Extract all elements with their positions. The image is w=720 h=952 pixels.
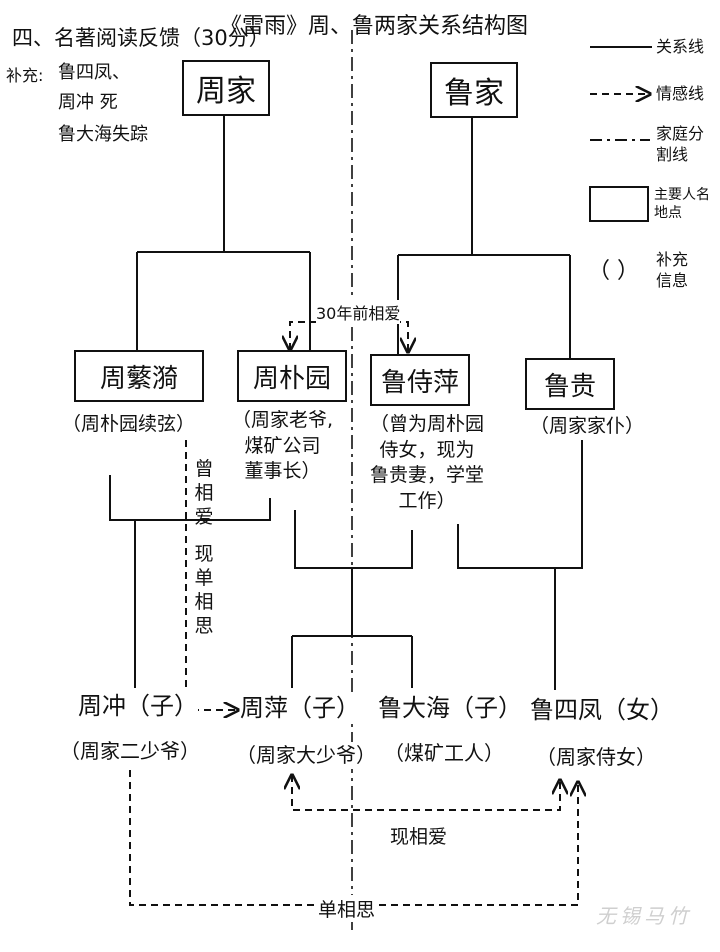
shiping-note-line-4: 工作）: [398, 489, 456, 512]
shiping-box: 鲁侍萍: [370, 354, 470, 406]
legend-divider-line-1: 家庭分: [656, 124, 705, 143]
past-love-label: 30年前相爱: [316, 300, 401, 324]
puyuan-note: （周家老爷, 煤矿公司 董事长）: [232, 408, 334, 485]
chong-sifeng-line: [129, 770, 578, 906]
legend-emotion-label: 情感线: [656, 84, 705, 103]
puyuan-box: 周朴园: [237, 350, 347, 402]
ping-sifeng-label: 现相爱: [390, 822, 448, 849]
legend-divider-label: 家庭分 割线: [656, 124, 704, 166]
shiping-note-line-3: 鲁贵妻，学堂: [370, 464, 485, 487]
legend-relation-label: 关系线: [656, 37, 705, 56]
legend-divider-line-2: 割线: [656, 144, 689, 164]
fanyi-ping-char-1: 曾: [194, 458, 214, 480]
chong-sifeng-label: 单相思: [318, 895, 376, 922]
fanyi-ping-char-4: 现: [194, 543, 214, 566]
puyuan-shiping-union: [294, 510, 413, 569]
sifeng-note: （周家侍女）: [536, 745, 656, 769]
supplement-line-3: 鲁大海失踪: [58, 124, 148, 145]
chong-note: （周家二少爷）: [60, 739, 200, 763]
shiping-note: （曾为周朴园 侍女，现为 鲁贵妻，学堂 工作）: [370, 412, 485, 515]
shiping-note-line-2: 侍女，现为: [379, 438, 475, 461]
sifeng-name: 鲁四凤（女）: [530, 694, 674, 727]
supplement-line-1: 鲁四凤、: [58, 62, 130, 83]
watermark: 无锡马竹: [596, 904, 692, 928]
legend-paren-line-1: 补充: [656, 250, 689, 269]
legend-box-label: 主要人名 地点: [654, 186, 710, 222]
ping-name: 周萍（子）: [240, 692, 360, 725]
legend-box-line-1: 主要人名: [654, 187, 710, 203]
gui-box: 鲁贵: [525, 358, 615, 410]
fanyi-ping-char-2: 相: [194, 481, 214, 504]
fanyi-ping-char-3: 爱: [194, 505, 214, 528]
section-heading: 四、名著阅读反馈（30分）: [12, 26, 270, 50]
ping-note: （周家大少爷）: [236, 742, 376, 769]
lu-family-box: 鲁家: [430, 62, 518, 118]
shiping-note-line-1: （曾为周朴园: [370, 413, 485, 435]
shiping-gui-union: [457, 440, 583, 569]
fanyi-box: 周蘩漪: [74, 350, 204, 402]
gui-note: （周家家仆）: [530, 415, 645, 437]
ping-sifeng-line: [292, 775, 560, 811]
puyuan-note-line-2: 煤矿公司: [244, 434, 321, 457]
supplement-label: 补充:: [6, 66, 44, 85]
legend-paren-label: 补充 信息: [656, 250, 688, 292]
dahai-name: 鲁大海（子）: [378, 692, 522, 725]
puyuan-note-line-3: 董事长）: [244, 460, 321, 483]
legend-box-sample: [589, 186, 649, 222]
fanyi-ping-char-6: 相: [194, 590, 214, 613]
legend-paren-line-2: 信息: [656, 270, 689, 290]
legend-paren-symbol: （ ）: [588, 259, 639, 284]
supplement-line-2: 周冲 死: [58, 92, 118, 113]
past-love-line: [290, 321, 408, 352]
fanyi-puyuan-union: [109, 475, 271, 521]
fanyi-ping-label: 曾 相 爱 现 单 相 思: [192, 458, 216, 638]
zhou-family-box: 周家: [182, 60, 270, 116]
puyuan-note-line-1: （周家老爷,: [232, 409, 334, 431]
fanyi-ping-char-7: 思: [194, 614, 214, 637]
legend-box-line-2: 地点: [654, 205, 682, 222]
dahai-note: （煤矿工人）: [384, 741, 504, 765]
fanyi-note: （周朴园续弦）: [62, 413, 196, 435]
diagram-title: 《雷雨》周、鲁两家关系结构图: [220, 14, 529, 39]
chong-name: 周冲（子）: [78, 690, 198, 723]
fanyi-ping-char-5: 单: [194, 567, 214, 589]
